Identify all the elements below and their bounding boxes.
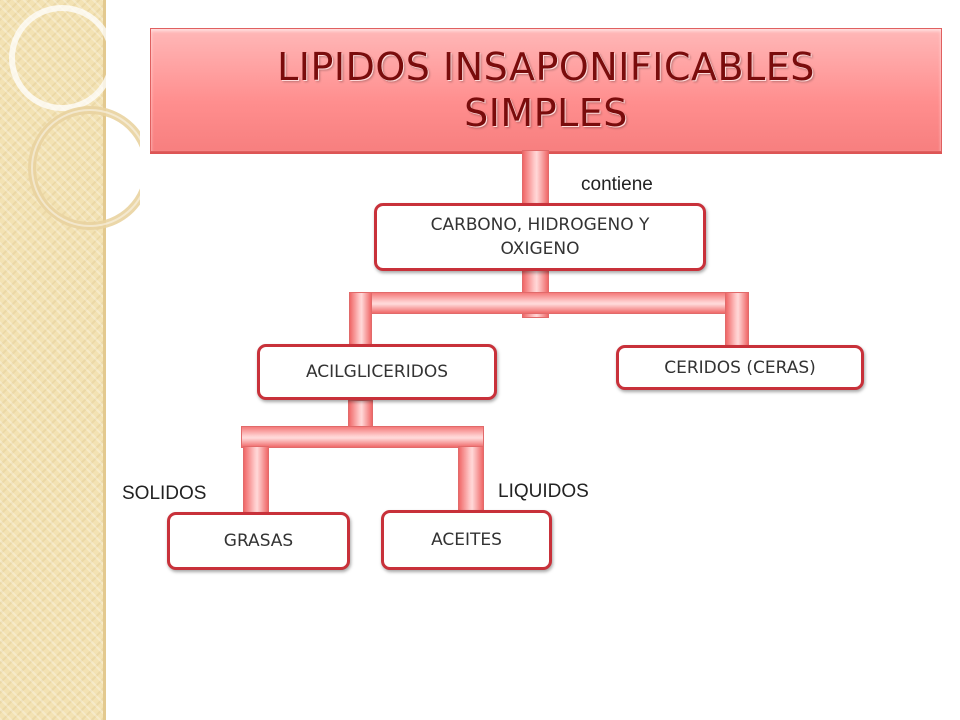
node-aceites-label: ACEITES [431,530,502,550]
node-ceridos-label: CERIDOS (CERAS) [664,357,816,378]
connector-to-acilgliceridos [349,292,372,347]
node-acilgliceridos-label: ACILGLICERIDOS [305,362,449,382]
connector-to-grasas [243,446,269,514]
connector-elements-horizontal [349,292,749,314]
node-grasas-label: GRASAS [223,531,294,551]
connector-to-aceites [458,446,484,512]
node-aceites: ACEITES [381,510,552,570]
edge-label-contiene: contiene [581,174,653,195]
connector-to-ceridos [725,292,749,347]
connector-acilgliceridos-down [348,400,373,430]
decorative-rings [9,5,140,230]
node-elements-label: CARBONO, HIDROGENO Y OXIGENO [430,215,650,259]
node-elements: CARBONO, HIDROGENO Y OXIGENO [374,203,706,271]
edge-label-solidos: SOLIDOS [122,483,207,504]
diagram-title: LIPIDOS INSAPONIFICABLES SIMPLES [277,45,815,135]
connector-title-to-elements [522,150,549,206]
title-banner: LIPIDOS INSAPONIFICABLES SIMPLES [150,28,942,152]
connector-acilgliceridos-horizontal [241,426,484,448]
node-acilgliceridos: ACILGLICERIDOS [257,344,497,400]
node-grasas: GRASAS [167,512,350,570]
edge-label-liquidos: LIQUIDOS [498,481,589,502]
node-ceridos: CERIDOS (CERAS) [616,345,864,390]
